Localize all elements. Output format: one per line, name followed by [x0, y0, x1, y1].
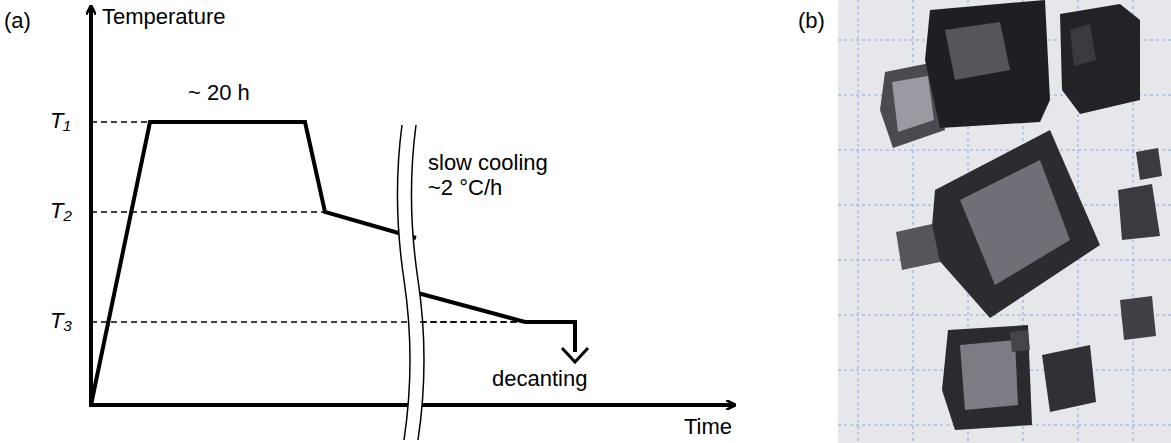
- photo-ground: [838, 0, 1171, 443]
- axis-break: [397, 125, 424, 440]
- y-axis: [89, 6, 93, 406]
- diagram-label: ~ 20 h: [188, 80, 250, 105]
- diagram-label: T₂: [50, 198, 72, 223]
- grid-paper: [838, 0, 1171, 443]
- arrow-head: [562, 348, 588, 362]
- diagram-label: T₃: [50, 308, 72, 333]
- profile-line: [414, 292, 575, 352]
- level-lines: [420, 321, 525, 323]
- axis-break: [397, 125, 410, 440]
- diagram-label: T₁: [50, 108, 70, 133]
- profile-line: [91, 122, 416, 405]
- crystals: [880, 0, 1162, 430]
- diagram-label: Temperature: [102, 4, 226, 29]
- diagram-label: slow cooling ~2 °C/h: [428, 150, 556, 201]
- diagram-label: decanting: [492, 366, 587, 391]
- axis-break: [411, 125, 424, 440]
- diagram-label: (a): [4, 8, 31, 33]
- diagram-label: (b): [798, 8, 825, 33]
- diagram-label: Time: [684, 414, 732, 439]
